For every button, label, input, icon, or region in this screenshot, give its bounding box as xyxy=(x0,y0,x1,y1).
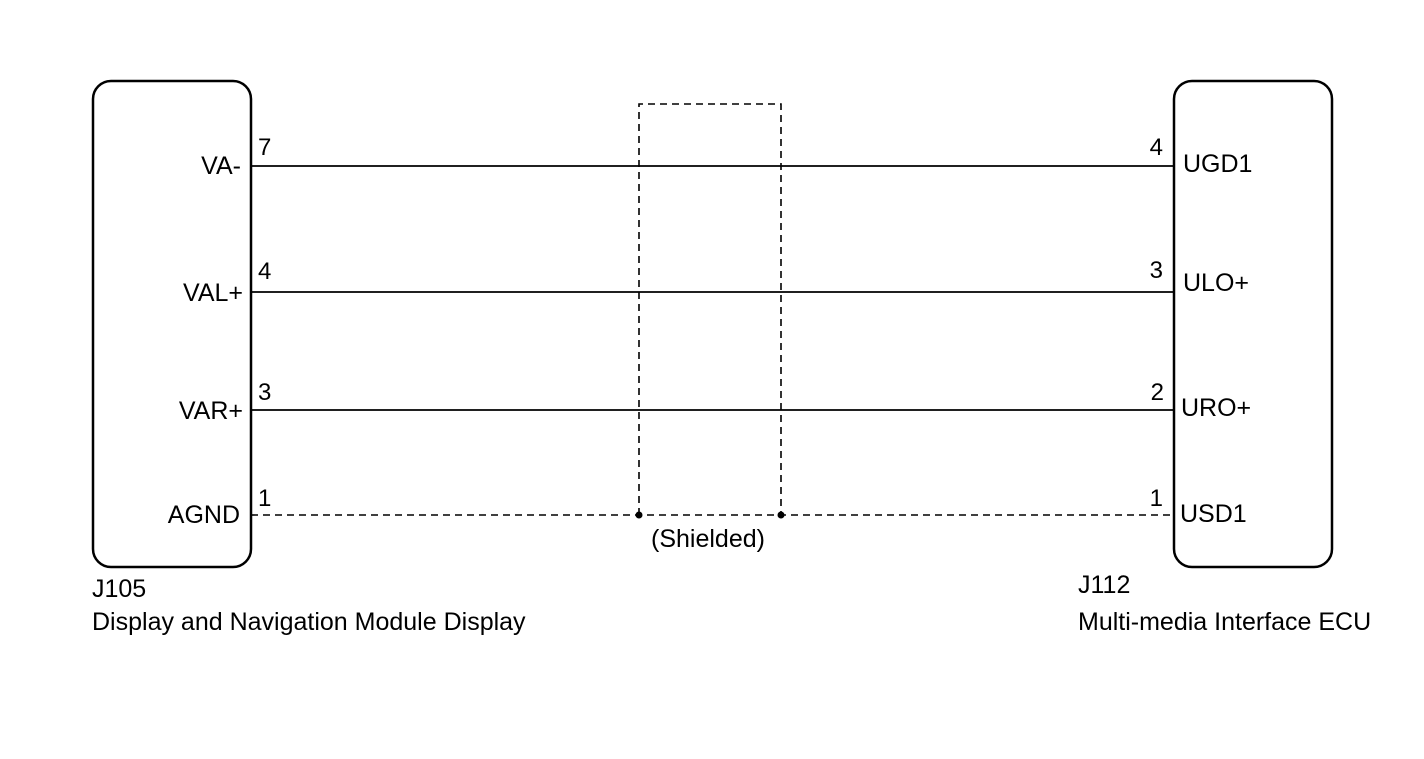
left-terminal-label: VAR+ xyxy=(179,397,243,425)
left-terminal-label: VA- xyxy=(201,152,241,180)
left-connector-id: J105 xyxy=(92,575,146,603)
right-connector-box xyxy=(1172,79,1334,569)
left-pin-number: 3 xyxy=(258,379,271,406)
shield-enclosure xyxy=(638,103,782,515)
shield-junction-right xyxy=(777,511,785,519)
right-terminal-label: USD1 xyxy=(1180,500,1247,528)
shield-junction-left xyxy=(635,511,643,519)
right-pin-number: 3 xyxy=(1150,257,1163,284)
left-pin-number: 1 xyxy=(258,485,271,512)
left-pin-number: 7 xyxy=(258,134,271,161)
right-terminal-label: URO+ xyxy=(1181,394,1251,422)
left-connector-name: Display and Navigation Module Display xyxy=(92,608,526,636)
left-pin-number: 4 xyxy=(258,258,271,285)
right-pin-number: 4 xyxy=(1150,134,1163,161)
right-terminal-label: UGD1 xyxy=(1183,150,1252,178)
left-connector-box xyxy=(91,79,253,569)
right-connector-name: Multi-media Interface ECU xyxy=(1078,608,1371,636)
left-terminal-label: VAL+ xyxy=(183,279,243,307)
right-pin-number: 2 xyxy=(1151,379,1164,406)
left-terminal-label: AGND xyxy=(168,501,240,529)
right-connector-id: J112 xyxy=(1078,571,1130,599)
right-terminal-label: ULO+ xyxy=(1183,269,1249,297)
shield-label: (Shielded) xyxy=(651,525,765,553)
right-pin-number: 1 xyxy=(1150,485,1163,512)
